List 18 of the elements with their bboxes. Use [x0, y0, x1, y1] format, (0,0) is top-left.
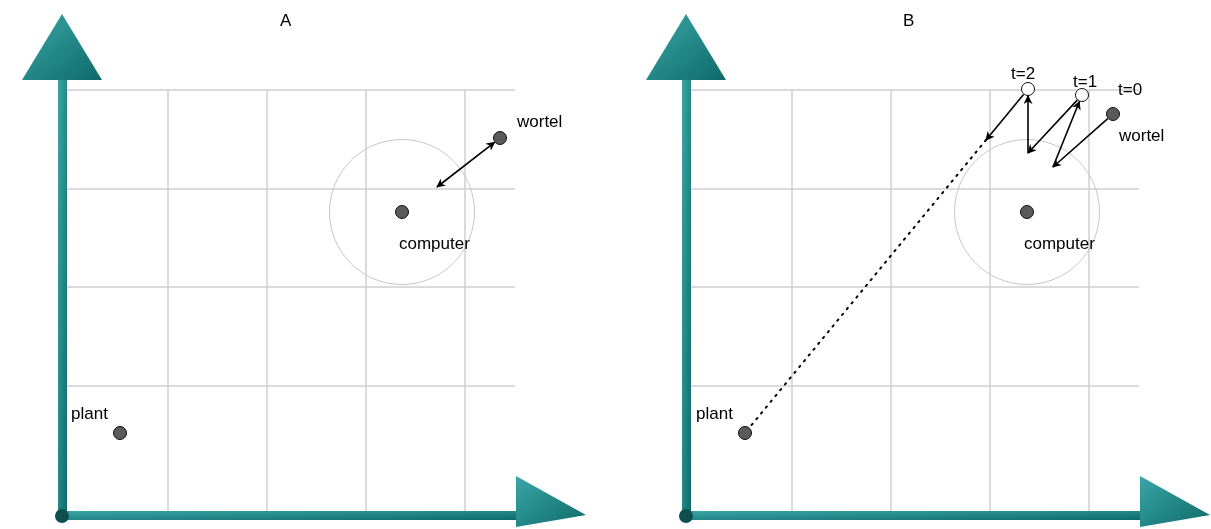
point-label: computer	[399, 235, 470, 252]
arrow	[985, 93, 1025, 141]
point-label: wortel	[1119, 127, 1165, 144]
arrow	[1023, 95, 1033, 154]
arrow	[1052, 117, 1109, 168]
point-label: t=1	[1073, 73, 1098, 90]
point-label: t=2	[1011, 65, 1036, 82]
arrow	[1052, 100, 1081, 168]
point-label: plant	[71, 405, 108, 422]
arrow	[436, 141, 496, 188]
panel-label: A	[280, 12, 292, 29]
point-label: computer	[1024, 235, 1095, 252]
dotted-line	[748, 139, 987, 429]
panel-label: B	[903, 12, 915, 29]
point-label: t=0	[1118, 81, 1143, 98]
arrow	[1027, 99, 1079, 154]
point-label: wortel	[517, 113, 563, 130]
point-label: plant	[696, 405, 733, 422]
